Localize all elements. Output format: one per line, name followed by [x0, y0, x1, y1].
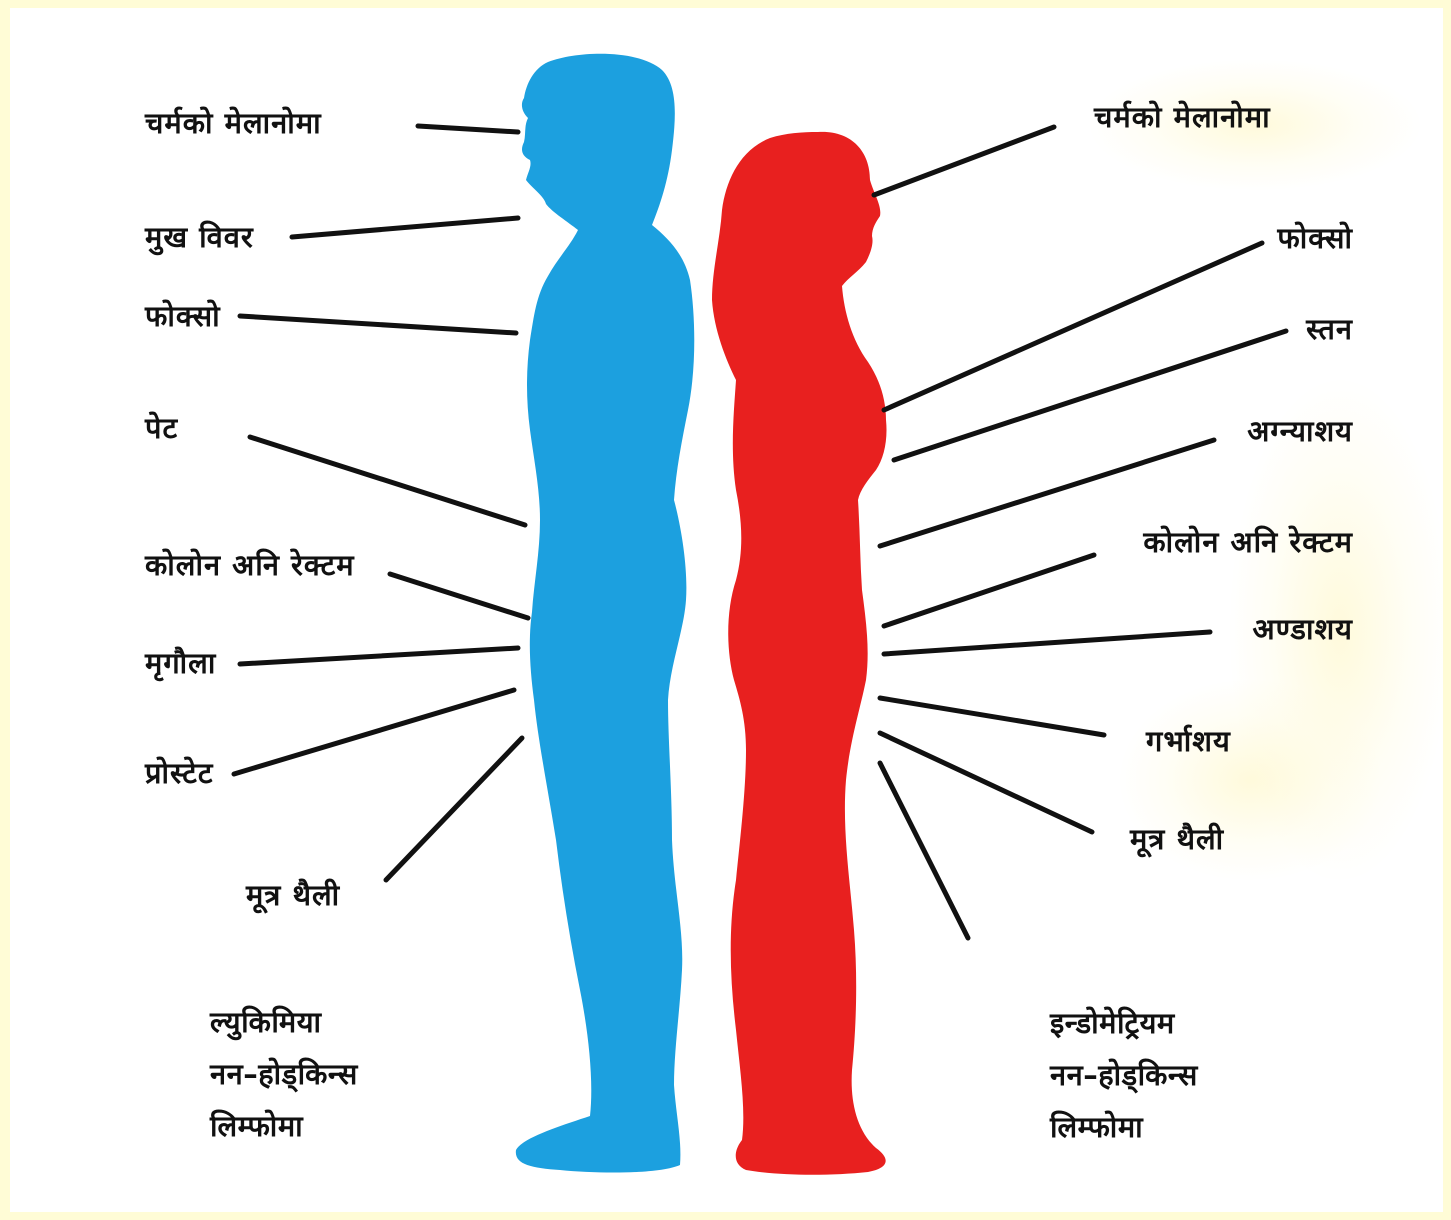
- label-male-bladder: मूत्र थैली: [246, 878, 340, 912]
- male-silhouette: [516, 54, 694, 1173]
- label-female-uterus: गर्भाशय: [1146, 724, 1231, 758]
- label-female-breast: स्तन: [1306, 312, 1353, 346]
- male-note: ल्युकिमिया नन–होड्किन्स लिम्फोमा: [210, 996, 358, 1152]
- label-female-bladder: मूत्र थैली: [1130, 822, 1224, 856]
- label-female-colon-rectum: कोलोन अनि रेक्टम: [1143, 525, 1353, 559]
- label-female-skin-melanoma: चर्मको मेलानोमा: [1094, 100, 1271, 134]
- female-silhouette: [712, 132, 887, 1175]
- label-male-stomach: पेट: [145, 411, 178, 445]
- label-male-skin-melanoma: चर्मको मेलानोमा: [145, 106, 322, 140]
- label-male-oral-cavity: मुख विवर: [145, 220, 254, 254]
- label-male-kidney: मृगौला: [145, 646, 216, 680]
- label-male-colon-rectum: कोलोन अनि रेक्टम: [145, 548, 355, 582]
- label-male-lung: फोक्सो: [145, 299, 221, 333]
- male-leader-lines: [234, 126, 528, 880]
- note-lymphoma: लिम्फोमा: [1050, 1101, 1198, 1153]
- label-female-pancreas: अग्न्याशय: [1247, 414, 1353, 448]
- note-endometrium: इन्डोमेट्रियम: [1050, 997, 1198, 1049]
- female-note: इन्डोमेट्रियम नन–होड्किन्स लिम्फोमा: [1050, 997, 1198, 1153]
- label-female-ovary: अण्डाशय: [1253, 612, 1354, 646]
- note-leukemia: ल्युकिमिया: [210, 996, 358, 1048]
- label-female-lung: फोक्सो: [1277, 221, 1353, 255]
- note-non-hodgkins: नन–होड्किन्स: [1050, 1049, 1198, 1101]
- label-male-prostate: प्रोस्टेट: [145, 756, 214, 790]
- note-lymphoma: लिम्फोमा: [210, 1100, 358, 1152]
- note-non-hodgkins: नन–होड्किन्स: [210, 1048, 358, 1100]
